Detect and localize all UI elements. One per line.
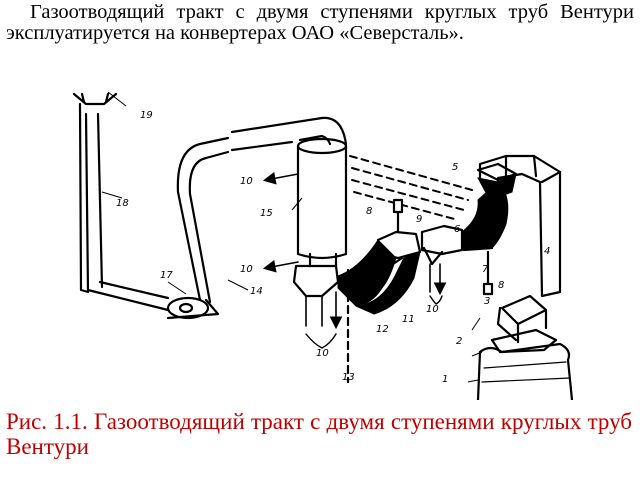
venturi-box-2: [420, 224, 464, 256]
intro-paragraph: Газоотводящий тракт с двумя ступенями кр…: [6, 2, 634, 44]
label-6: 6: [454, 224, 460, 235]
label-5: 5: [452, 162, 458, 173]
duct-segment-5: [477, 173, 517, 201]
gas-duct-diagram: 19 18 17 10 15 10 14 10 13 12 11 10 8 9 …: [60, 82, 600, 402]
label-10a: 10: [240, 176, 253, 187]
label-1: 1: [442, 374, 448, 385]
arrow-10-left: [262, 259, 299, 273]
label-17: 17: [160, 270, 173, 281]
gas-duct-black: [337, 173, 517, 315]
label-19: 19: [140, 110, 153, 121]
label-11: 11: [402, 314, 415, 325]
duct-segment-11: [355, 251, 421, 315]
label-10c: 10: [316, 348, 329, 359]
stack-chimney: [78, 102, 104, 294]
converter-1: [476, 342, 574, 402]
label-8b: 8: [498, 280, 504, 291]
label-14: 14: [250, 286, 263, 297]
separator-14: [292, 264, 340, 298]
upper-duct: [230, 116, 324, 152]
duct-segment-12: [337, 239, 397, 307]
arrow-10-upper: [262, 171, 299, 185]
exhaust-fan: [166, 296, 210, 320]
label-2: 2: [456, 336, 462, 347]
duct-segment-6: [461, 181, 509, 251]
fan-pipe: [86, 280, 170, 312]
label-8a: 8: [366, 206, 372, 217]
drain-arrows-10-mid: [430, 263, 440, 292]
figure-caption: Рис. 1.1. Газоотводящий тракт с двумя ст…: [6, 409, 632, 459]
label-10d: 10: [426, 304, 439, 315]
return-duct: [176, 136, 230, 304]
column-top: [296, 137, 348, 155]
dashed-lines: [349, 155, 473, 221]
stack-top: [72, 92, 118, 106]
drain-arrows-10-low: [305, 291, 336, 326]
label-13: 13: [342, 372, 355, 383]
diagram-svg: 19 18 17 10 15 10 14 10 13 12 11 10 8 9 …: [72, 91, 574, 402]
label-12: 12: [376, 324, 389, 335]
scrubber-column: [296, 144, 348, 256]
label-15: 15: [260, 208, 273, 219]
label-3: 3: [484, 296, 490, 307]
label-10b: 10: [240, 264, 253, 275]
label-7: 7: [482, 264, 489, 275]
label-9: 9: [416, 214, 422, 225]
label-18: 18: [116, 198, 129, 209]
intro-text: Газоотводящий тракт с двумя ступенями кр…: [6, 1, 634, 44]
label-4: 4: [544, 246, 550, 257]
